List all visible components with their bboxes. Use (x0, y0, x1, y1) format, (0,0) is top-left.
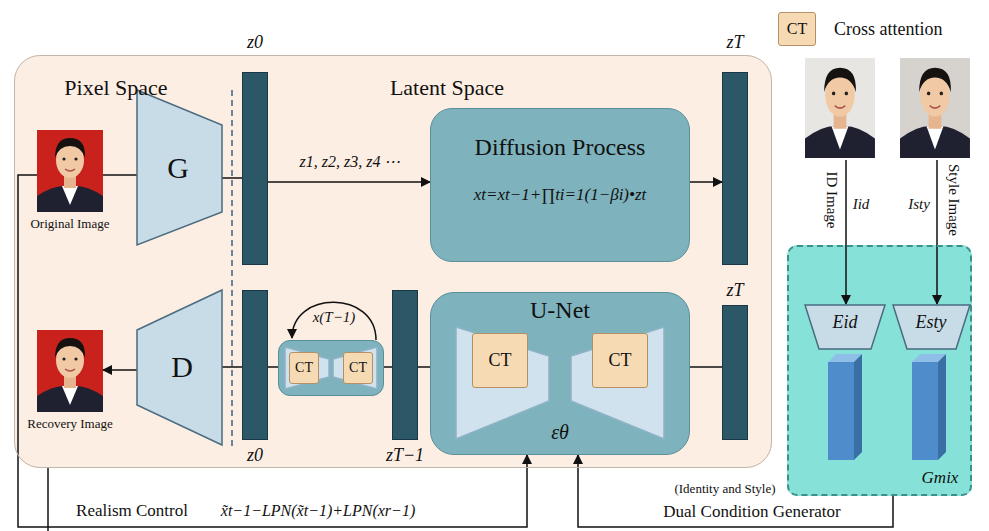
module-label: Realism Control (76, 501, 188, 521)
trapezoid-shape (137, 290, 222, 445)
latent-bar: z0 (242, 72, 268, 265)
latent-bar: zT (722, 72, 748, 265)
trapezoid-shape (893, 305, 970, 349)
connector (103, 369, 137, 371)
node-label: x(T−1) (313, 309, 356, 326)
generator-panel: Eid EstyGmix (787, 245, 972, 496)
image-box: Recovery Image (37, 330, 103, 412)
node-label: zT (726, 280, 743, 301)
feature-bar (912, 354, 946, 460)
module-note: (Identity and Style) (674, 482, 775, 497)
panel-fill (14, 55, 772, 468)
connector (222, 366, 242, 368)
image-box: Original Image (37, 130, 103, 212)
connector (418, 366, 430, 368)
unet-shape (285, 347, 329, 389)
input-label: Style Image (944, 164, 961, 236)
edge-label: z1, z2, z3, z4 ⋯ (298, 153, 403, 171)
node-label: CT (295, 360, 313, 376)
process-box: Diffusion Process xt=xt−1+∏ti=1(1−βi)•zt (430, 108, 690, 262)
node-label: G (167, 151, 189, 186)
node-label: Original Image (30, 217, 109, 232)
node-label: Gmix (922, 468, 959, 488)
node-label: εθ (551, 421, 569, 444)
connector (268, 181, 430, 183)
connector (690, 366, 722, 368)
node-label: xt=xt−1+∏ti=1(1−βi)•zt (474, 185, 647, 205)
encoder-trapezoid: Esty (893, 305, 970, 349)
trapezoid-shape (137, 90, 222, 245)
space-panel: Original Image Gz0 Diffusion Process xt=xt−… (14, 55, 772, 468)
node-label: zT−1 (386, 445, 424, 466)
node-label: Diffusion Process (475, 134, 646, 162)
legend-symbol-label: CT (787, 20, 807, 38)
node-label: Latent Space (390, 75, 504, 100)
recovery-photo (37, 330, 103, 412)
module-label: Dual Condition Generator (663, 502, 841, 522)
cross-attention-box: CT (472, 333, 528, 388)
decoder-trapezoid: D (137, 290, 222, 445)
node-label: Pixel Space (64, 75, 167, 100)
connector (103, 174, 137, 176)
trapezoid-shape (805, 305, 885, 349)
cross-attention-box: CT (289, 352, 319, 384)
unet-shape (333, 347, 377, 389)
node-label: Recovery Image (27, 417, 113, 432)
unet-shape (571, 327, 664, 439)
original-photo (37, 130, 103, 212)
connector (690, 181, 722, 183)
symbol-label: Iid (853, 196, 870, 213)
node-label: z0 (247, 445, 263, 466)
node-label: D (171, 350, 193, 385)
panel-fill (787, 245, 972, 496)
connector (268, 366, 278, 368)
style-photo (900, 58, 970, 158)
node-label: U-Net (530, 297, 590, 325)
node-label: z0 (247, 32, 263, 53)
feature-bar (828, 354, 862, 460)
connector (222, 177, 242, 179)
loop-arrow (292, 302, 376, 340)
node-label: Esty (916, 312, 947, 333)
node-label: Eid (833, 312, 858, 333)
node-label: CT (608, 350, 631, 371)
formula-label: x̃t−1−LPN(x̃t−1)+LPN(xr−1) (221, 502, 415, 520)
space-divider (231, 90, 233, 448)
cross-attention-box: CT (592, 333, 648, 388)
unet-shape (456, 327, 549, 439)
wire (47, 468, 49, 531)
input-label: ID Image (822, 171, 839, 228)
input-arrow (845, 160, 847, 304)
latent-bar: z0 (242, 290, 268, 440)
encoder-trapezoid: G (137, 90, 222, 245)
connector (384, 366, 392, 368)
legend-label: Cross attention (834, 19, 943, 40)
latent-bar: zT (722, 305, 748, 440)
encoder-trapezoid: Eid (805, 305, 885, 349)
input-arrow (936, 160, 938, 304)
symbol-label: Isty (908, 196, 930, 213)
connector (578, 455, 893, 527)
mini-unet-box: CTCTx(T−1) (278, 340, 384, 396)
cross-attention-box: CT (343, 352, 373, 384)
node-label: CT (488, 350, 511, 371)
node-label: CT (349, 360, 367, 376)
latent-bar: zT−1 (392, 290, 418, 440)
id-photo (805, 58, 875, 158)
node-label: zT (726, 32, 743, 53)
unet-box: CT CT U-Net εθ (430, 292, 690, 455)
